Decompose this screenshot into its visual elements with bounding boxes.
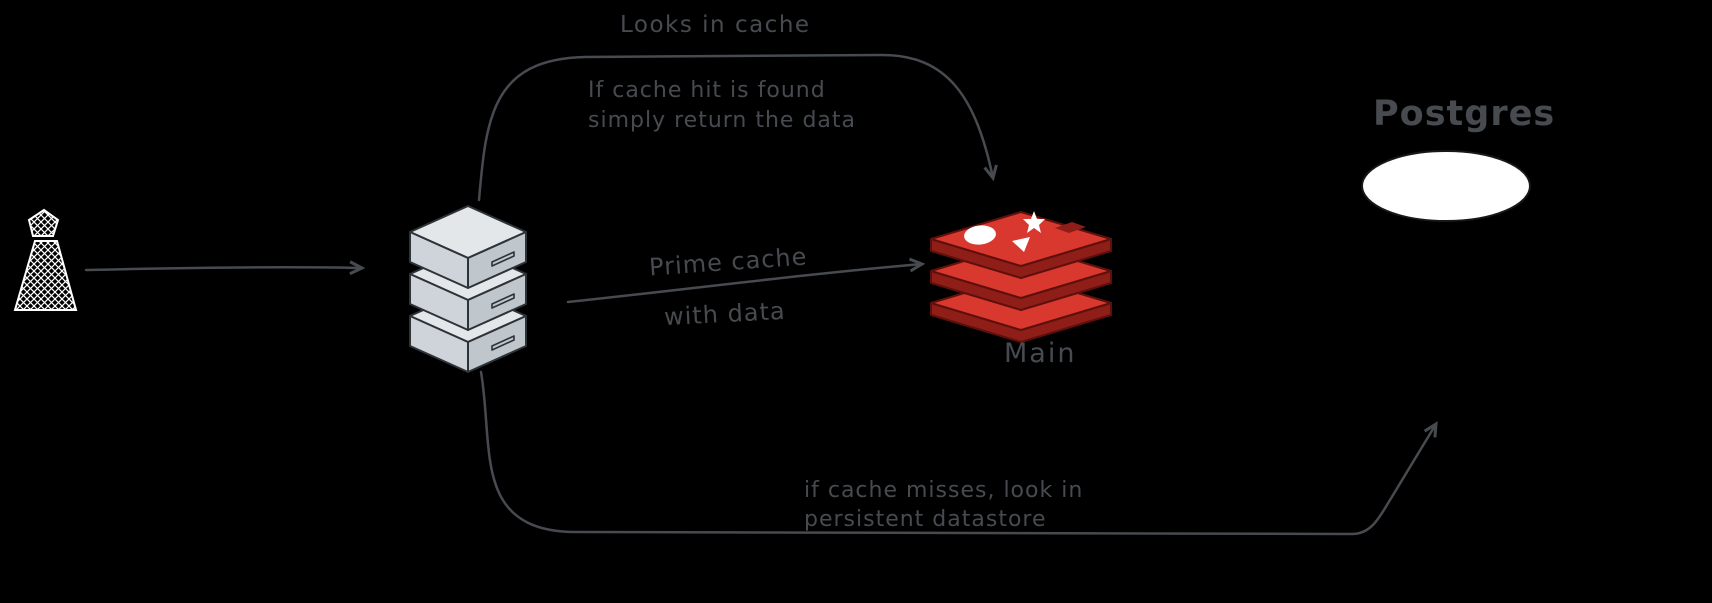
server-slot-icon [491,335,515,351]
prime-cache-label-line2: with data [663,296,787,332]
redis-circle-icon [964,225,996,245]
cache-miss-note: if cache misses, look in persistent data… [804,476,1083,534]
server-icon [409,205,527,373]
redis-layer-top [930,211,1112,279]
cache-hit-note-line2: simply return the data [588,108,857,133]
server-slot-icon [491,251,515,267]
server-stack [409,205,527,373]
postgres-node-label: Postgres [1373,94,1556,134]
redis-stack [930,211,1112,343]
redis-icon [930,211,1112,343]
user-to-server-arrow [84,267,362,270]
server-slab-top [409,205,527,289]
cache-miss-note-line1: if cache misses, look in [804,478,1084,503]
user-body [13,240,78,311]
redis-square-hole-icon [1055,222,1086,233]
cache-miss-note-line2: persistent datastore [804,507,1047,532]
redis-node-label: Main [1004,338,1077,369]
user-head [27,208,60,237]
cache-hit-note-line1: If cache hit is found [588,78,826,103]
postgres-icon [1361,150,1531,222]
user-figure [13,208,78,311]
postgres-ellipse [1361,150,1531,222]
redis-triangle-icon [1012,237,1030,252]
user-icon [13,208,78,311]
prime-cache-label-line1: Prime cache [648,242,809,282]
cache-hit-note: If cache hit is found simply return the … [588,76,856,136]
redis-star-icon [1023,211,1045,233]
server-slot-icon [491,293,515,309]
looks-in-cache-label: Looks in cache [620,12,811,38]
